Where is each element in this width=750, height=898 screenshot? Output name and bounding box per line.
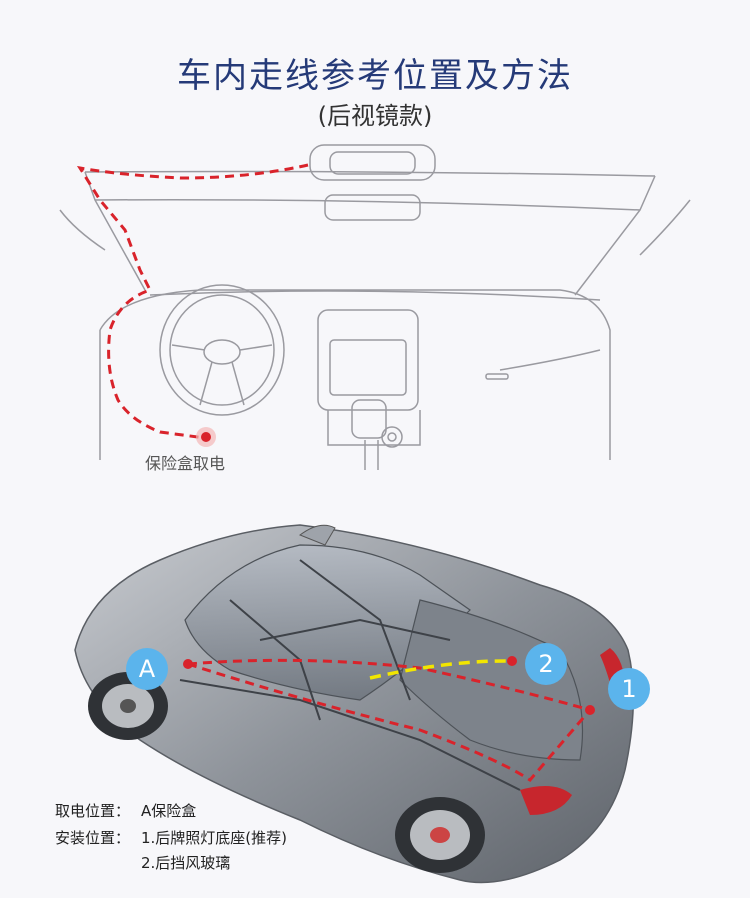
power-location-label: 取电位置： — [55, 802, 131, 820]
marker-2: 2 — [525, 643, 567, 685]
marker-1: 1 — [608, 668, 650, 710]
power-location-value: A保险盒 — [141, 802, 197, 820]
rear-wheel — [395, 797, 485, 873]
power-location: 取电位置： A保险盒 — [55, 800, 196, 821]
marker-a: A — [126, 648, 168, 690]
install-item-2: 2.后挡风玻璃 — [141, 854, 231, 872]
install-location: 安装位置： 1.后牌照灯底座(推荐) — [55, 827, 287, 848]
page-title: 车内走线参考位置及方法 — [177, 56, 573, 96]
install-location-label: 安装位置： — [55, 829, 131, 847]
fuse-box-label: 保险盒取电 — [145, 454, 226, 473]
install-location-2: 2.后挡风玻璃 — [55, 852, 230, 873]
install-item-1: 1.后牌照灯底座(推荐) — [141, 829, 288, 847]
interior-diagram — [59, 144, 691, 470]
page-subtitle: (后视镜款) — [317, 102, 433, 130]
